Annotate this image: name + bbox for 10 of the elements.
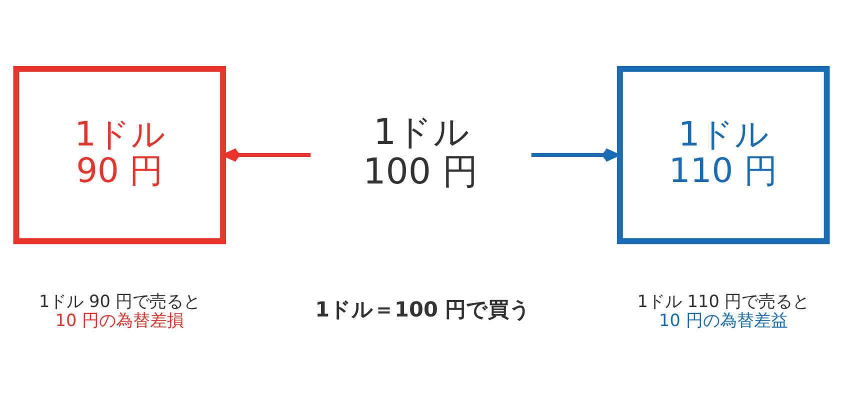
arrow [224,148,311,162]
node-box: 1ドル 90 円 [13,65,226,244]
node-label: 10 円の為替差益 [659,309,788,330]
node-text: 1ドル 100 円 [363,111,478,192]
arrow [531,148,618,162]
node-label: 1ドル＝100 円で買う [315,297,532,322]
node-label: 10 円の為替差損 [55,309,184,330]
node-label: 1ドル 90 円で売ると [38,290,201,311]
node-label: 1ドル 110 円で売ると [637,290,810,311]
node-box: 1ドル 110 円 [616,65,830,244]
